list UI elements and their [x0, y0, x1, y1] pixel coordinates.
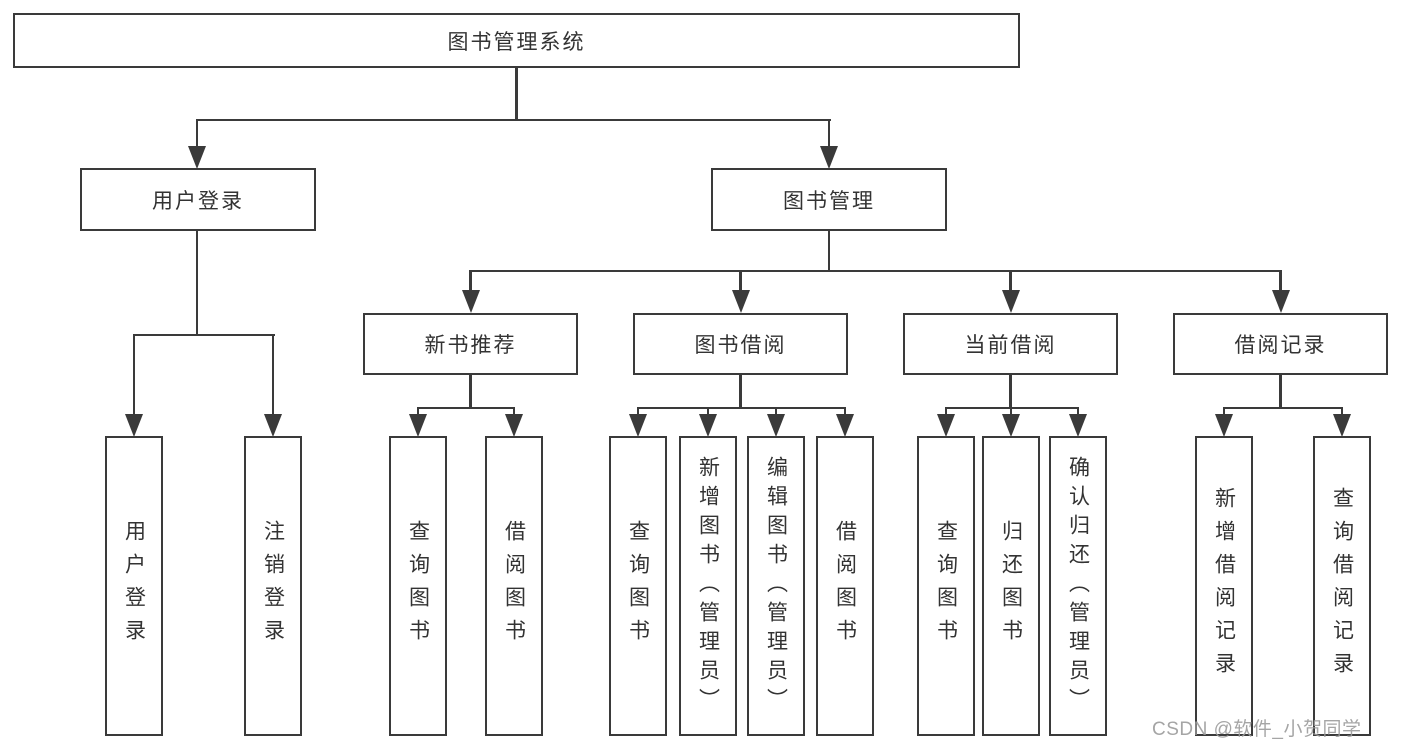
connector-line — [944, 407, 948, 419]
leaf-logout-login: 注销登录 — [244, 436, 302, 736]
connector-line — [1279, 270, 1282, 293]
node-label: 图书管理 — [783, 189, 875, 213]
node-label: 借阅记录 — [1234, 334, 1327, 357]
connector-line — [195, 229, 199, 335]
node-new-book-recommend: 新书推荐 — [363, 313, 578, 375]
arrow-down-icon — [461, 290, 480, 313]
node-library-management-system: 图书管理系统 — [13, 13, 1020, 68]
arrow-down-icon — [125, 414, 143, 437]
leaf-confirm-return-admin: 确认归还（管理员） — [1049, 436, 1107, 736]
connector-line — [1009, 407, 1013, 419]
leaf-label: 新增图书（管理员） — [696, 455, 720, 717]
arrow-down-icon — [264, 414, 282, 437]
leaf-label: 查询图书 — [406, 520, 430, 652]
leaf-borrow-books-borrow: 借阅图书 — [816, 436, 874, 736]
connector-line — [637, 406, 846, 410]
arrow-down-icon — [836, 414, 854, 437]
connector-line — [196, 118, 831, 122]
connector-line — [469, 269, 1282, 273]
node-label: 图书管理系统 — [447, 30, 586, 54]
node-user-login: 用户登录 — [80, 168, 316, 231]
arrow-down-icon — [505, 414, 523, 437]
node-label: 新书推荐 — [424, 334, 517, 357]
leaf-label: 新增借阅记录 — [1212, 487, 1236, 685]
arrow-down-icon — [1333, 414, 1351, 437]
connector-line — [512, 407, 516, 419]
csdn-watermark: CSDN @软件_小贺同学 — [1152, 719, 1362, 740]
connector-line — [1222, 407, 1226, 419]
node-book-borrow: 图书借阅 — [633, 313, 848, 375]
node-borrow-records: 借阅记录 — [1173, 313, 1388, 375]
leaf-label: 查询借阅记录 — [1330, 487, 1354, 685]
leaf-edit-books-admin: 编辑图书（管理员） — [747, 436, 805, 736]
leaf-label: 查询图书 — [934, 520, 958, 652]
connector-line — [843, 407, 847, 419]
leaf-label: 归还图书 — [999, 520, 1023, 652]
leaf-query-books-current: 查询图书 — [917, 436, 975, 736]
connector-line — [636, 407, 640, 419]
arrow-down-icon — [820, 146, 838, 169]
leaf-add-borrow-record: 新增借阅记录 — [1195, 436, 1253, 736]
connector-line — [945, 406, 1079, 410]
arrow-down-icon — [1001, 290, 1020, 313]
connector-line — [827, 229, 831, 271]
leaf-borrow-books-recommend: 借阅图书 — [485, 436, 543, 736]
connector-line — [515, 66, 518, 120]
connector-line — [416, 407, 420, 419]
connector-line — [133, 333, 275, 337]
connector-line — [271, 334, 275, 416]
connector-line — [417, 406, 515, 410]
connector-line — [195, 119, 199, 149]
node-current-borrow: 当前借阅 — [903, 313, 1118, 375]
connector-line — [827, 119, 831, 149]
node-label: 用户登录 — [152, 189, 244, 213]
leaf-user-login: 用户登录 — [105, 436, 163, 736]
connector-line — [706, 407, 710, 419]
leaf-add-books-admin: 新增图书（管理员） — [679, 436, 737, 736]
arrow-down-icon — [699, 414, 717, 437]
leaf-label: 确认归还（管理员） — [1066, 455, 1090, 717]
leaf-label: 借阅图书 — [833, 520, 857, 652]
arrow-down-icon — [767, 414, 785, 437]
connector-line — [774, 407, 778, 419]
arrow-down-icon — [409, 414, 427, 437]
leaf-query-books-borrow: 查询图书 — [609, 436, 667, 736]
leaf-label: 编辑图书（管理员） — [764, 455, 788, 717]
connector-line — [469, 373, 472, 409]
connector-line — [132, 334, 136, 416]
connector-line — [1223, 406, 1343, 410]
connector-line — [1009, 373, 1012, 409]
connector-line — [469, 270, 472, 293]
arrow-down-icon — [1215, 414, 1233, 437]
connector-line — [1009, 270, 1012, 293]
leaf-label: 借阅图书 — [502, 520, 526, 652]
node-label: 图书借阅 — [694, 334, 787, 357]
arrow-down-icon — [629, 414, 647, 437]
connector-line — [1279, 373, 1282, 409]
leaf-return-books: 归还图书 — [982, 436, 1040, 736]
leaf-query-books-recommend: 查询图书 — [389, 436, 447, 736]
arrow-down-icon — [1002, 414, 1020, 437]
connector-line — [739, 373, 742, 409]
leaf-query-borrow-record: 查询借阅记录 — [1313, 436, 1371, 736]
arrow-down-icon — [188, 146, 206, 169]
connector-line — [739, 270, 742, 293]
leaf-label: 查询图书 — [626, 520, 650, 652]
connector-line — [1340, 407, 1344, 419]
leaf-label: 注销登录 — [261, 520, 285, 652]
arrow-down-icon — [937, 414, 955, 437]
node-book-management: 图书管理 — [711, 168, 947, 231]
arrow-down-icon — [1271, 290, 1290, 313]
connector-line — [1076, 407, 1080, 419]
arrow-down-icon — [731, 290, 750, 313]
arrow-down-icon — [1069, 414, 1087, 437]
node-label: 当前借阅 — [964, 334, 1057, 357]
leaf-label: 用户登录 — [122, 520, 146, 652]
